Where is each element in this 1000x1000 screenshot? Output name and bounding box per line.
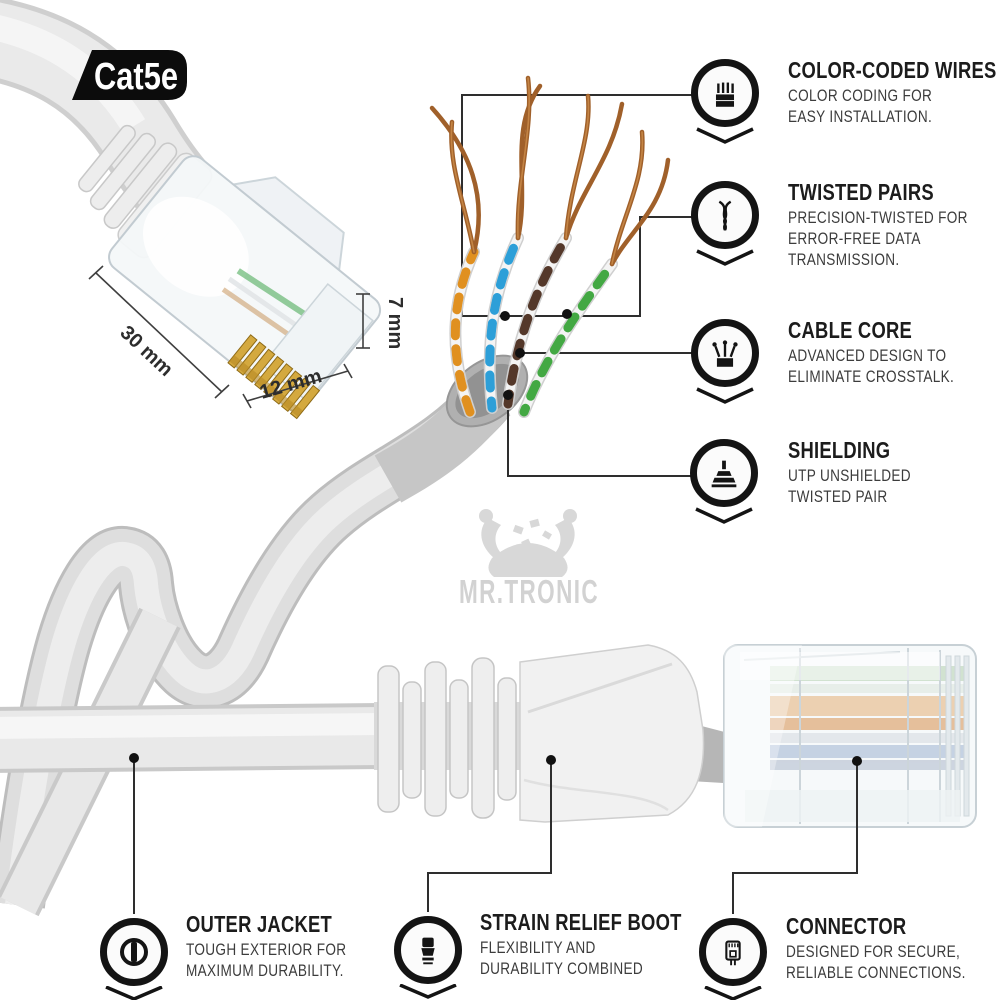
callout-desc-line: DESIGNED FOR SECURE, — [786, 942, 961, 962]
chevron-banner — [696, 127, 754, 144]
callout-dots — [129, 309, 862, 766]
callout-desc-line: EASY INSTALLATION. — [788, 107, 933, 127]
callout-desc-line: PRECISION-TWISTED FOR — [788, 208, 968, 228]
snaking-cable — [0, 354, 529, 909]
gold-pins — [227, 334, 321, 420]
callout-desc-line: ADVANCED DESIGN TO — [788, 346, 947, 366]
callout-desc-line: UTP UNSHIELDED — [788, 466, 911, 486]
callout-lines — [133, 94, 858, 914]
callout-desc-line: COLOR CODING FOR — [788, 86, 933, 106]
rj45-connector-bottom — [723, 644, 977, 828]
callout-title: COLOR-CODED WIRES — [788, 57, 997, 83]
callout-line-strain-relief — [427, 760, 552, 912]
dimension-annotations — [88, 265, 370, 409]
dimension-30mm-label: 30 mm — [116, 322, 177, 381]
dimension-7mm-label: 7 mm — [384, 297, 406, 349]
callout-title: OUTER JACKET — [186, 911, 333, 937]
callout-desc-line: MAXIMUM DURABILITY. — [186, 961, 344, 981]
twisted-pairs-icon — [691, 181, 759, 249]
callout-title: SHIELDING — [788, 437, 891, 463]
copper-strands — [429, 75, 671, 267]
callout-desc-line: FLEXIBILITY AND — [480, 938, 596, 958]
connector-icon — [699, 918, 767, 986]
dimension-7mm — [356, 293, 370, 349]
outer-jacket-icon — [100, 918, 168, 986]
callout-line-shielding — [507, 395, 692, 477]
color-coded-wires-icon — [691, 59, 759, 127]
chevron-banner — [696, 387, 754, 404]
dimension-12mm — [242, 363, 353, 409]
bottom-cable-assembly — [0, 607, 977, 917]
chevron-banner — [105, 986, 163, 1000]
callout-desc-line: TRANSMISSION. — [788, 250, 900, 270]
chevron-banner — [696, 249, 754, 266]
callout-desc-line: ERROR-FREE DATA — [788, 229, 921, 249]
smooth-boot — [519, 644, 705, 823]
chevron-banner — [704, 986, 762, 1000]
dimension-30mm — [88, 265, 230, 399]
callout-desc-line: TOUGH EXTERIOR FOR — [186, 940, 347, 960]
cat5e-badge: Cat5e — [72, 50, 187, 100]
callout-line-connector — [732, 761, 858, 914]
chevron-banner — [695, 507, 753, 524]
callout-desc-line: DURABILITY COMBINED — [480, 959, 644, 979]
cable-core-icon — [691, 319, 759, 387]
shielding-icon — [690, 439, 758, 507]
twisted-wire-pairs — [429, 75, 671, 418]
callout-title: CABLE CORE — [788, 317, 913, 343]
callout-desc-line: TWISTED PAIR — [788, 487, 888, 507]
watermark-logo — [479, 509, 577, 577]
strain-relief-boot — [374, 657, 534, 819]
chevron-banner — [399, 984, 457, 999]
cat5e-badge-label: Cat5e — [94, 56, 178, 98]
callout-line-color-coded-and-twisted — [461, 94, 692, 317]
callout-title: TWISTED PAIRS — [788, 179, 934, 205]
callout-title: STRAIN RELIEF BOOT — [480, 909, 682, 935]
top-connector-body — [108, 155, 382, 420]
callout-desc-line: RELIABLE CONNECTIONS. — [786, 963, 966, 983]
watermark-text: MR.TRONIC — [459, 573, 599, 610]
rj45-connector-top — [0, 0, 382, 420]
callout-title: CONNECTOR — [786, 913, 907, 939]
strain-relief-boot-icon — [394, 916, 462, 984]
callout-desc-line: ELIMINATE CROSSTALK. — [788, 367, 955, 387]
